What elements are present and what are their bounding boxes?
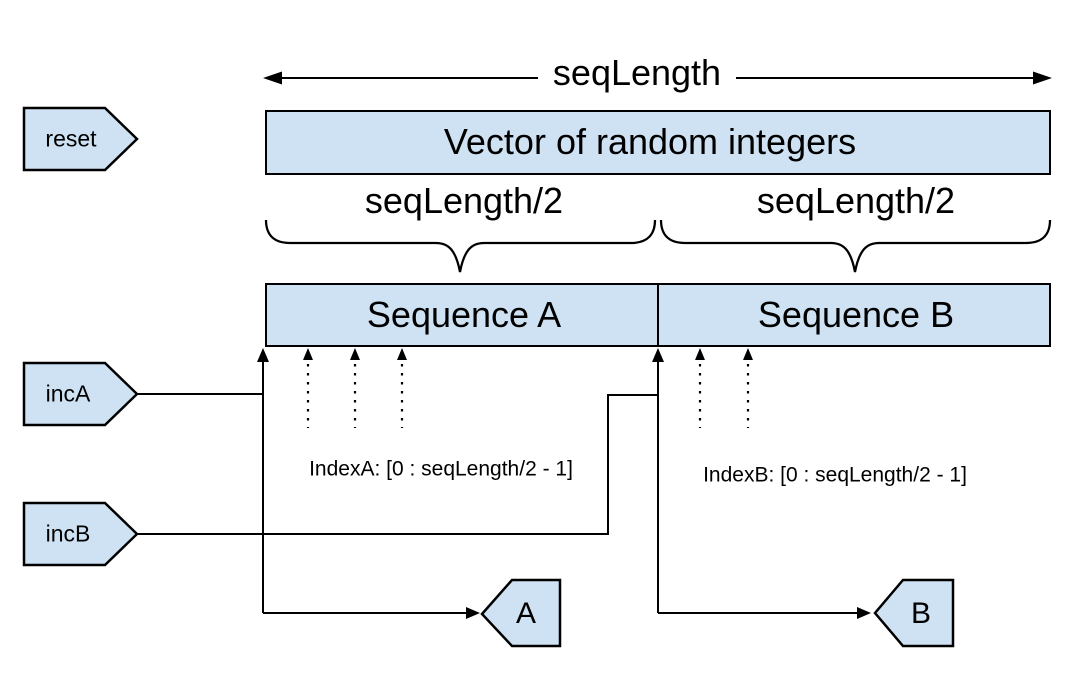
brace-right: [659, 219, 1052, 273]
sequence-b-label: Sequence B: [757, 294, 955, 335]
input-tag-reset: [22, 106, 139, 172]
incb-label: incB: [45, 520, 91, 547]
output-tag-b: [873, 578, 955, 648]
vector-of-random-integers-box: [265, 110, 1051, 175]
vector-box-label: Vector of random integers: [443, 121, 857, 162]
seqlength-dimension-label: seqLength: [552, 52, 722, 93]
dotted-arrowhead-icon: [743, 348, 753, 360]
arrowhead-left-icon: [263, 71, 282, 85]
output-b-label: B: [910, 597, 932, 630]
sequence-a-label: Sequence A: [366, 294, 562, 335]
index-a-pointer-arrowhead-icon: [257, 348, 269, 362]
brace-left: [264, 219, 657, 273]
output-a-label: A: [515, 597, 537, 630]
index-b-pointer-arrowhead-icon: [652, 348, 664, 362]
sequence-b-box: [657, 283, 1051, 347]
seqlength-dimension-arrow: [263, 71, 1052, 85]
half-left-label: seqLength/2: [364, 180, 564, 221]
dotted-arrowhead-icon: [397, 348, 407, 360]
arrowhead-right-icon: [1033, 71, 1052, 85]
output-a-arrowhead-icon: [466, 607, 480, 619]
output-tag-a: [480, 578, 562, 648]
inca-label: incA: [45, 380, 91, 407]
index-a-dotted-arrows: [303, 348, 407, 428]
incb-wire: [137, 394, 657, 535]
half-right-label: seqLength/2: [756, 180, 956, 221]
dotted-arrowhead-icon: [350, 348, 360, 360]
dotted-arrowhead-icon: [695, 348, 705, 360]
reset-label: reset: [45, 125, 97, 152]
index-a-label: IndexA: [0 : seqLength/2 - 1]: [309, 457, 573, 481]
output-b-arrowhead-icon: [857, 607, 871, 619]
dotted-arrowhead-icon: [303, 348, 313, 360]
index-b-label: IndexB: [0 : seqLength/2 - 1]: [703, 463, 967, 487]
sequence-a-box: [265, 283, 659, 347]
input-tag-incb: [22, 501, 139, 567]
index-b-dotted-arrows: [695, 348, 753, 428]
input-tag-inca: [22, 361, 139, 427]
